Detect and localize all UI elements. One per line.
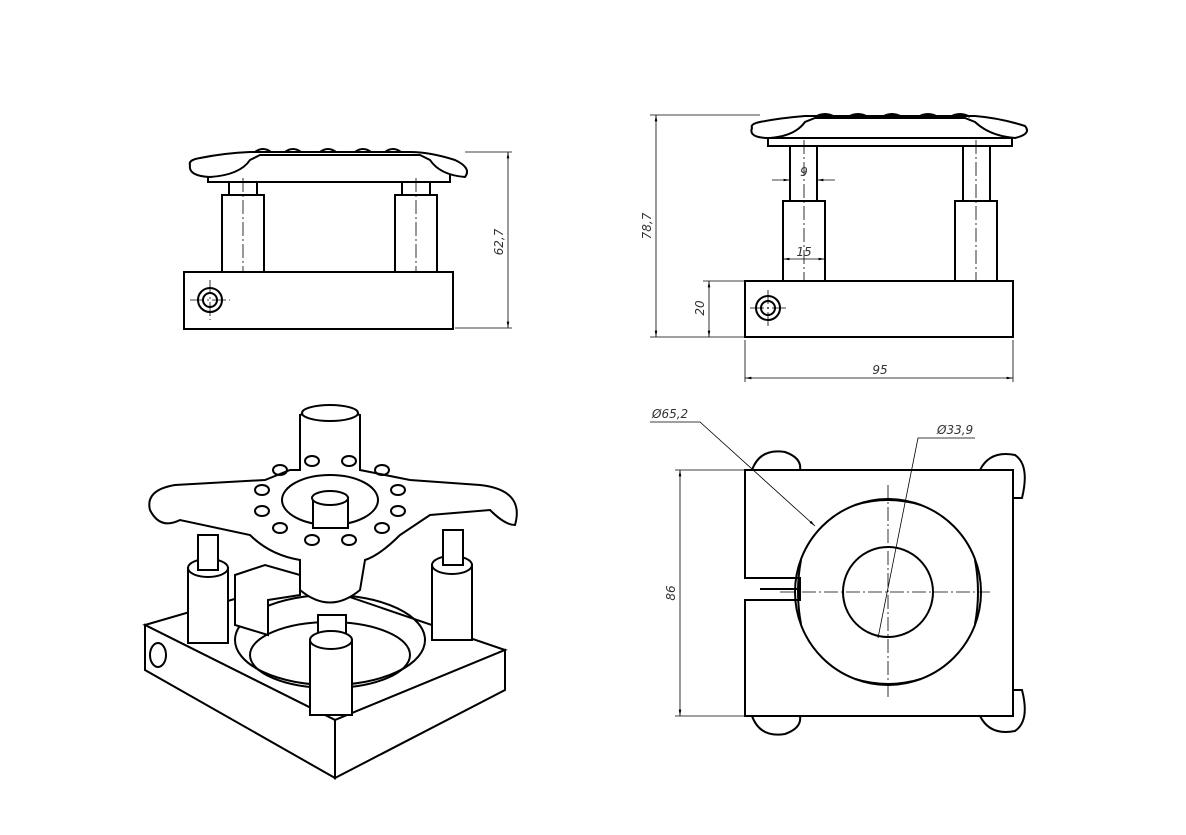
front-view: 62,7 <box>183 148 512 330</box>
dim-inner-diameter: Ø33,9 <box>936 423 973 437</box>
dim-base-width: 95 <box>872 363 887 377</box>
dim-base-depth: 86 <box>664 585 678 601</box>
dim-post-small: 9 <box>800 165 808 179</box>
side-view: 9 15 78,7 20 95 <box>640 113 1028 382</box>
dim-side-height: 78,7 <box>640 212 654 239</box>
dim-front-height: 62,7 <box>492 228 506 255</box>
top-view: 86 Ø65,2 Ø33,9 <box>650 407 1026 736</box>
dim-outer-diameter: Ø65,2 <box>651 407 688 421</box>
isometric-view <box>142 404 518 780</box>
dim-post-large: 15 <box>796 245 811 259</box>
dim-base-height: 20 <box>693 300 707 316</box>
